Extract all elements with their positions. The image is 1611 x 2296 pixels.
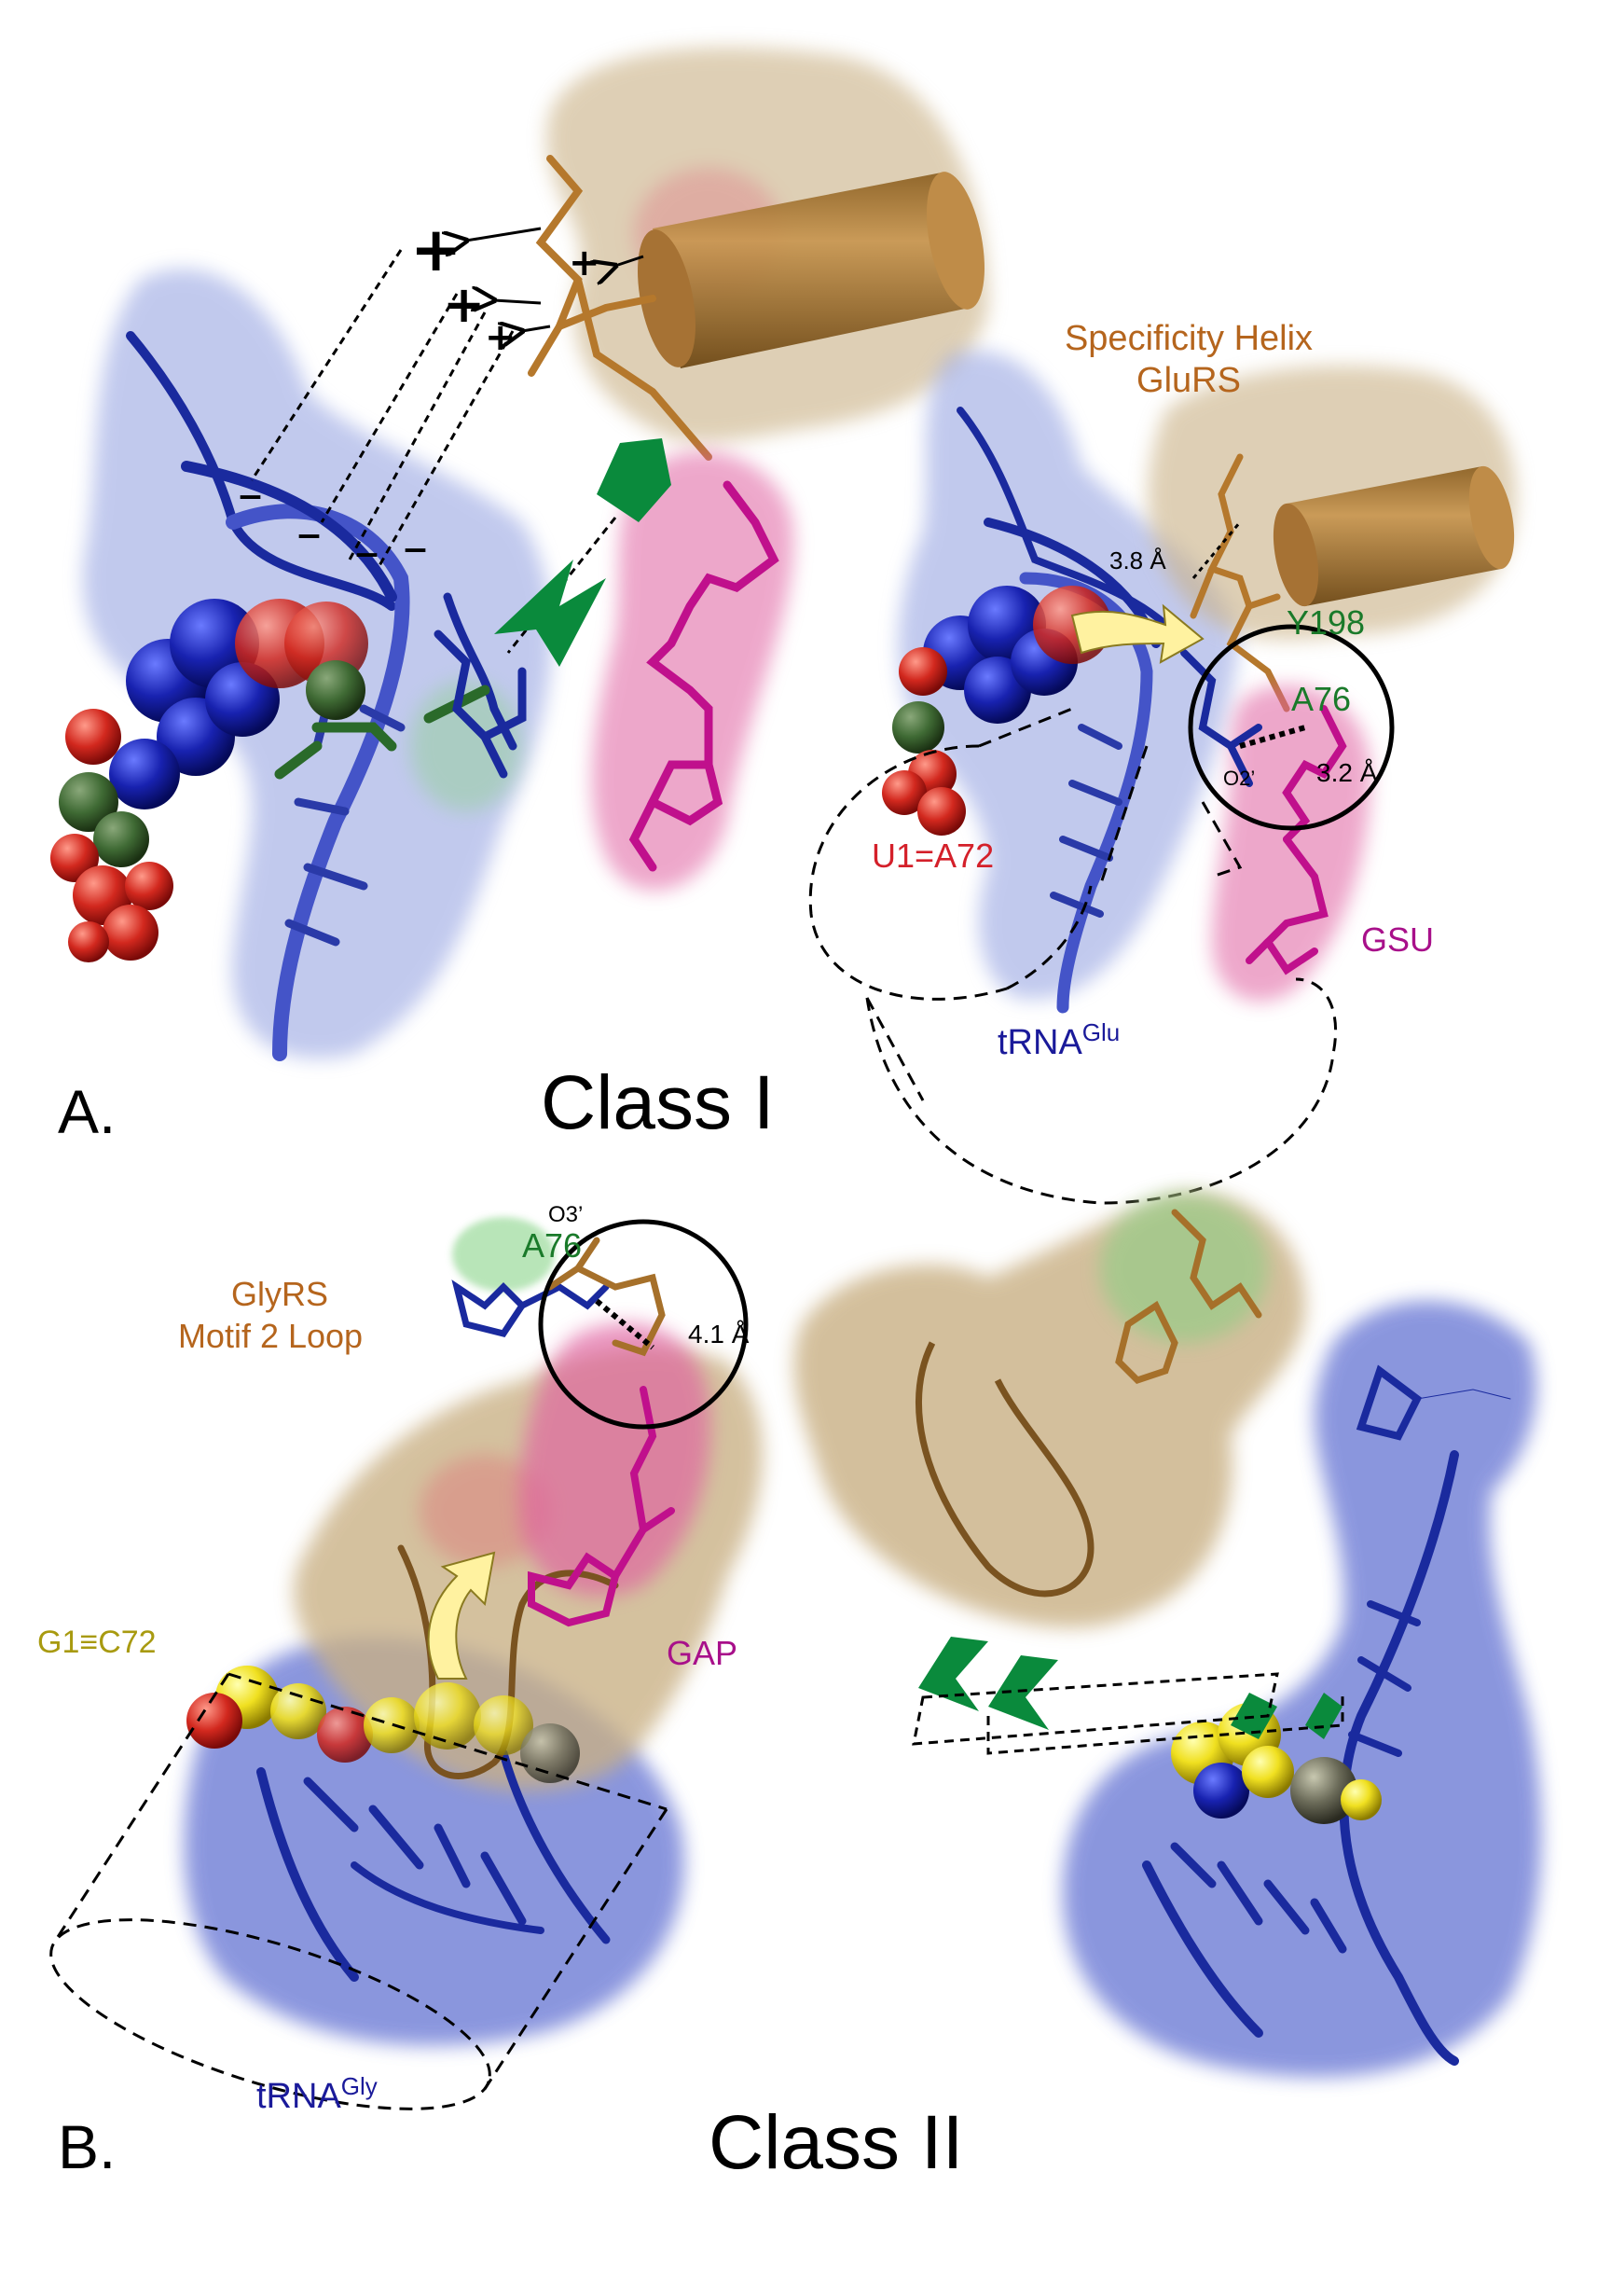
- yellow-spheres-b-right: [1171, 1703, 1382, 1824]
- nucleotide-spheres-a-right: [882, 586, 1111, 836]
- o3-prime-label: O3’: [548, 1202, 583, 1227]
- trna-surface-b-right: [1063, 1301, 1542, 2078]
- plus-sign-1: +: [410, 214, 461, 285]
- dashed-cylinder-b: [49, 1672, 668, 2110]
- minus-sign-1: –: [238, 464, 263, 523]
- trna-glu-label: tRNAGlu: [998, 1018, 1120, 1062]
- glyrs-label-line2: Motif 2 Loop: [178, 1317, 363, 1355]
- green-arrow-b-1: [918, 1637, 988, 1711]
- specificity-helix-cylinder-a-right: [1273, 465, 1515, 607]
- o2-prime-label: O2’: [1223, 767, 1255, 790]
- panel-b-letter: B.: [58, 2112, 116, 2181]
- protein-red-patch-b: [420, 1455, 550, 1567]
- ligand-sticks-b: [528, 1386, 675, 1627]
- nucleotide-spheres-a: [50, 599, 368, 962]
- green-arrow-b-2: [988, 1655, 1058, 1730]
- specificity-helix-cylinder-a-left: [638, 172, 984, 368]
- distance-4-1-label: 4.1 Å: [688, 1320, 750, 1349]
- minus-sign-4: –: [403, 518, 428, 576]
- a76-sticks-b: [451, 1279, 610, 1337]
- a76-label-b: A76: [522, 1226, 582, 1265]
- class-i-title: Class I: [541, 1060, 775, 1145]
- trna-gly-label: tRNAGly: [256, 2072, 378, 2116]
- trna-backbone-b-left: [256, 1749, 611, 1982]
- green-pentagon-arrow-a: [597, 438, 671, 522]
- glyrs-label-line1: GlyRS: [231, 1275, 328, 1313]
- plus-sign-2: +: [443, 275, 485, 334]
- active-site-circle-a: [1188, 624, 1395, 831]
- distance-3-2-label: 3.2 Å: [1316, 758, 1378, 787]
- dashed-loops-a: [808, 707, 1338, 1205]
- active-site-circle-b: [538, 1219, 749, 1430]
- charge-arrows: [466, 227, 644, 331]
- panel-b: A76 O3’ 4.1 Å GlyRS Motif 2 Loop G1≡C72 …: [37, 1192, 1542, 2185]
- minus-sign-2: –: [296, 504, 322, 562]
- yellow-spheres-b-left: [186, 1666, 580, 1783]
- green-a76-patch: [452, 1217, 555, 1292]
- plus-sign-4: +: [569, 242, 600, 284]
- ligand-sticks-a-left: [628, 480, 779, 872]
- green-ligand-sticks-b-right: [1115, 1209, 1262, 1385]
- class-ii-title: Class II: [709, 2100, 963, 2185]
- green-arrow-b-3: [1231, 1693, 1277, 1739]
- g1-c72-label: G1≡C72: [37, 1625, 157, 1660]
- panel-a-letter: A.: [58, 1077, 116, 1146]
- green-chevron-arrow-a: [494, 560, 606, 667]
- green-ligand-patch-b-right: [1100, 1194, 1268, 1343]
- panel-a: + + + + – – – –: [50, 47, 1516, 1205]
- minus-sign-3: –: [354, 522, 379, 581]
- yellow-arrow-b: [427, 1551, 496, 1680]
- distance-line-38: [1191, 521, 1242, 579]
- dashed-slab-b: [912, 1672, 1344, 1755]
- a76-sticks-a-right: [1180, 649, 1262, 787]
- yellow-arrow-a: [1070, 603, 1205, 664]
- u1-a72-label: U1=A72: [872, 837, 994, 875]
- brown-sticks-b: [546, 1237, 666, 1357]
- motif2-loop-ribbon-right: [916, 1341, 1095, 1598]
- specificity-helix-label-line2: GluRS: [1136, 361, 1241, 400]
- plus-sign-3: +: [485, 316, 516, 359]
- y198-label: Y198: [1287, 603, 1365, 642]
- distance-line-41: [595, 1298, 654, 1350]
- distance-3-8-label: 3.8 Å: [1109, 546, 1166, 574]
- ligand-surface-a-left: [591, 450, 794, 891]
- a76-label-a: A76: [1291, 680, 1351, 718]
- a76-sticks-a-left: [434, 629, 527, 779]
- gap-label: GAP: [667, 1634, 737, 1672]
- brown-sticks-a-left: [528, 155, 712, 461]
- specificity-helix-label-line1: Specificity Helix: [1065, 319, 1313, 358]
- distance-line-32: [1239, 725, 1306, 749]
- gsu-label: GSU: [1361, 920, 1434, 959]
- ligand-sticks-a-right: [1246, 705, 1347, 975]
